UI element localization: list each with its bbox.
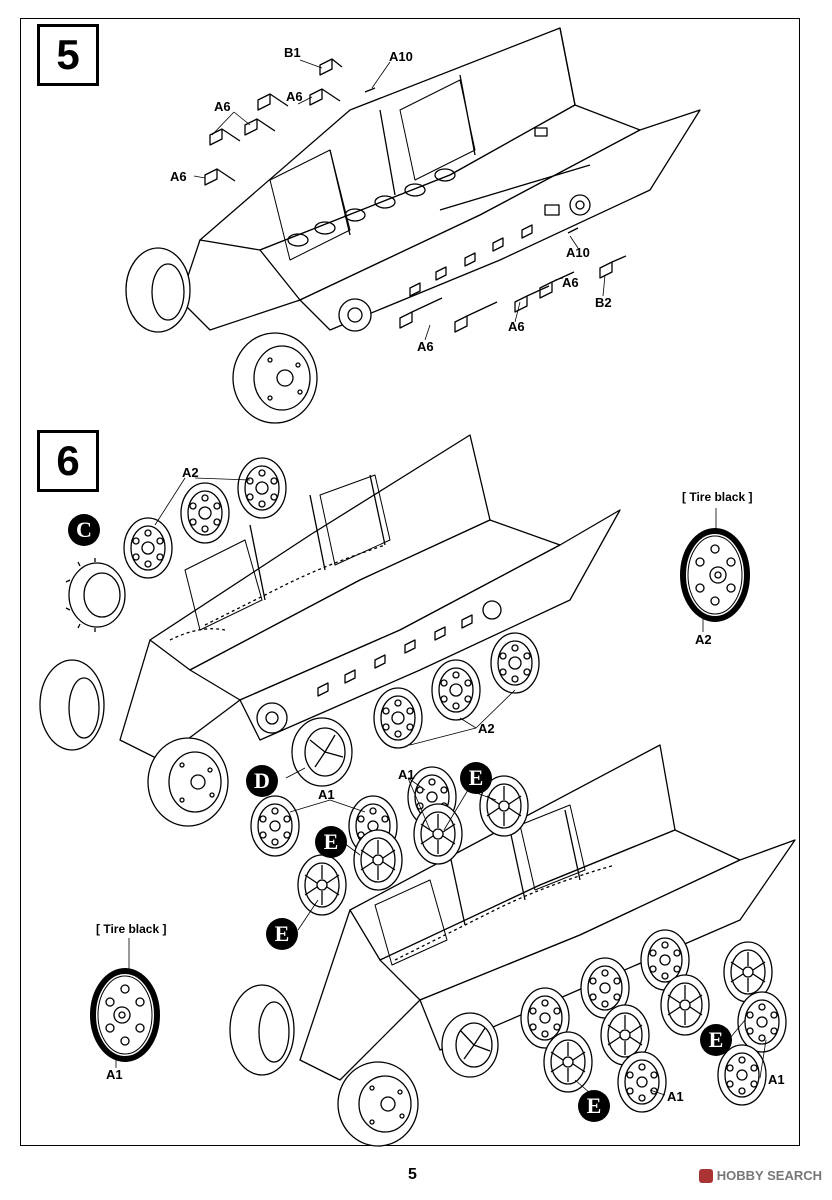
part-label: B2 xyxy=(595,295,612,310)
part-set-marker-e: E xyxy=(578,1090,610,1122)
step6-lower-sprocket xyxy=(441,1012,499,1078)
part-label: A6 xyxy=(417,339,434,354)
part-set-marker-e: E xyxy=(460,762,492,794)
tire-color-note: [ Tire black ] xyxy=(682,490,753,504)
part-label: A6 xyxy=(214,99,231,114)
part-label: A1 xyxy=(667,1089,684,1104)
step5-drive-sprocket xyxy=(338,194,591,332)
watermark-text: HOBBY SEARCH xyxy=(716,1168,822,1183)
step6-a2-wheels xyxy=(123,457,540,749)
part-label: A2 xyxy=(478,721,495,736)
part-set-marker-e: E xyxy=(266,918,298,950)
part-label: A1 xyxy=(768,1072,785,1087)
step6-upper-front-wheel xyxy=(39,659,105,751)
step5-front-wheel xyxy=(125,247,191,333)
step6-upper-leader-lines xyxy=(154,477,516,779)
part-label: A10 xyxy=(566,245,590,260)
step6-wheel-c xyxy=(65,558,126,632)
tire-color-note: [ Tire black ] xyxy=(96,922,167,936)
part-label: A1 xyxy=(106,1067,123,1082)
part-label: A6 xyxy=(508,319,525,334)
step6-upper-sprocket-hub xyxy=(256,600,502,734)
part-label: A6 xyxy=(170,169,187,184)
part-label: A10 xyxy=(389,49,413,64)
part-label: A1 xyxy=(318,787,335,802)
step6-lower-road-wheel xyxy=(337,1061,419,1147)
step5-road-wheel xyxy=(232,332,318,424)
step6-upper-road-wheel xyxy=(147,737,229,827)
step6-lower-hull xyxy=(299,744,796,1081)
part-label: A6 xyxy=(286,89,303,104)
step-number-box-6: 6 xyxy=(37,430,99,492)
part-label: A6 xyxy=(562,275,579,290)
step5-swing-arms xyxy=(204,58,627,333)
part-set-marker-d: D xyxy=(246,765,278,797)
page-number: 5 xyxy=(408,1166,417,1183)
part-set-marker-e: E xyxy=(315,826,347,858)
instruction-frame xyxy=(20,18,800,1146)
part-label: A2 xyxy=(695,632,712,647)
step6-lower-front-wheel xyxy=(229,984,295,1076)
tire-detail-a2 xyxy=(680,508,750,632)
step6-upper-hull xyxy=(119,434,621,761)
part-set-marker-c: C xyxy=(68,514,100,546)
step6-wheel-d xyxy=(291,717,353,787)
watermark: HOBBY SEARCH xyxy=(698,1168,822,1183)
part-label: A1 xyxy=(398,767,415,782)
part-label: B1 xyxy=(284,45,301,60)
step6-lower-leader-lines xyxy=(289,777,767,1101)
step-number-box-5: 5 xyxy=(37,24,99,86)
step6-upper-swing-arms xyxy=(317,614,473,697)
tire-detail-a1 xyxy=(90,938,160,1068)
step5-hull xyxy=(179,27,701,331)
step5-leader-lines xyxy=(193,59,606,341)
watermark-logo-icon xyxy=(698,1168,713,1183)
step6-lower-mounted-wheels xyxy=(520,929,787,1113)
part-set-marker-e: E xyxy=(700,1024,732,1056)
part-label: A2 xyxy=(182,465,199,480)
